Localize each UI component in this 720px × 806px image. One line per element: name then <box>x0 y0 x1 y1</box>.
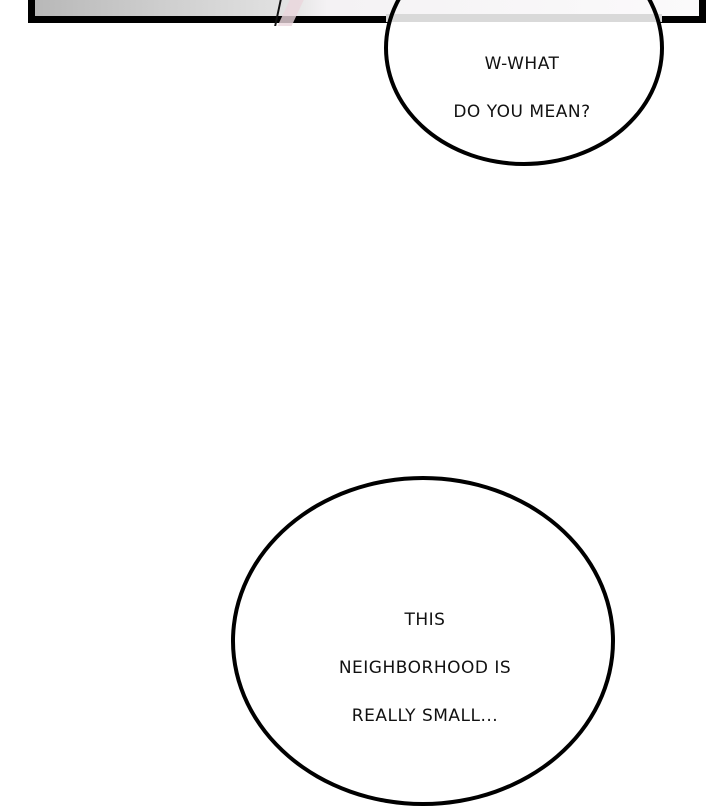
speech-line: THIS <box>404 610 446 630</box>
speech-bubble-1-text: W-WHAT DO YOU MEAN? <box>400 28 644 148</box>
speech-bubble-2-text: THIS NEIGHBORHOOD IS REALLY SMALL... <box>240 584 610 752</box>
speech-line: NEIGHBORHOOD IS <box>338 658 512 678</box>
speech-line: W-WHAT <box>484 54 560 74</box>
speech-line: REALLY SMALL... <box>351 706 499 726</box>
speech-line: DO YOU MEAN? <box>453 102 591 122</box>
